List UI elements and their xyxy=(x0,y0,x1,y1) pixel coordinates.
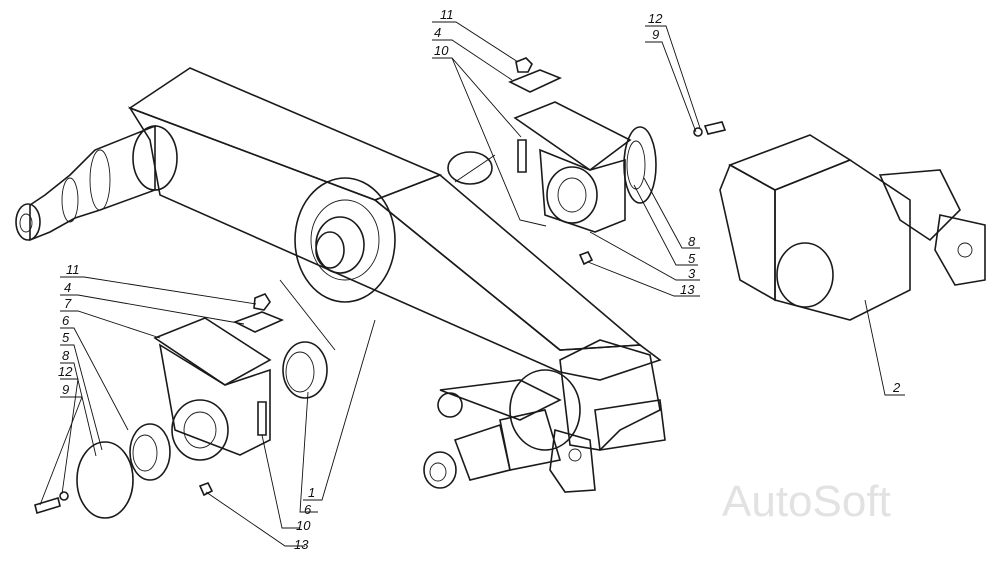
callout-11-top: 11 xyxy=(440,7,454,22)
callout-9-top: 9 xyxy=(652,27,659,42)
callout-2: 2 xyxy=(892,380,901,395)
callout-labels: 11 4 10 12 9 8 5 3 13 2 11 4 7 6 5 8 12 … xyxy=(58,7,901,552)
lower-bracket-group xyxy=(34,293,328,519)
callout-8-left: 8 xyxy=(62,348,70,363)
callout-13-bottom: 13 xyxy=(294,537,309,552)
callout-11-left: 11 xyxy=(66,262,80,277)
callout-4-top: 4 xyxy=(434,25,441,40)
callout-8-right: 8 xyxy=(688,234,696,249)
callout-7-left: 7 xyxy=(64,296,72,311)
callout-9-left: 9 xyxy=(62,382,69,397)
callout-13-right: 13 xyxy=(680,282,695,297)
callout-4-left: 4 xyxy=(64,280,71,295)
callout-5-left: 5 xyxy=(62,330,70,345)
callout-12-top: 12 xyxy=(648,11,663,26)
callout-3-right: 3 xyxy=(688,266,696,281)
autosoft-watermark: AutoSoft xyxy=(722,477,891,526)
callout-6-left: 6 xyxy=(62,313,70,328)
callout-5-right: 5 xyxy=(688,251,696,266)
leader-lines xyxy=(39,21,905,547)
callout-10-bottom: 10 xyxy=(296,518,311,533)
left-spindle xyxy=(15,124,178,242)
right-spindle-assembly xyxy=(423,339,666,493)
block-assembly-2 xyxy=(719,134,986,321)
callout-1: 1 xyxy=(308,485,315,500)
callout-12-left: 12 xyxy=(58,364,73,379)
callout-10-top: 10 xyxy=(434,43,449,58)
callout-6-bottom: 6 xyxy=(304,502,312,517)
